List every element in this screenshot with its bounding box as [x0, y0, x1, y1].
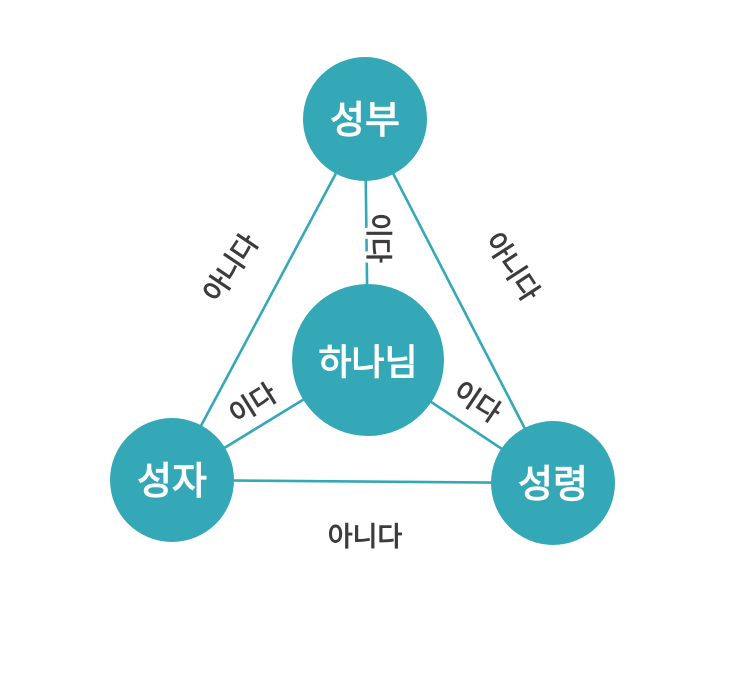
edge-label-father-god: 이다	[363, 213, 393, 263]
edge-line-father-son	[170, 117, 367, 482]
edge-line-father-spirit	[363, 117, 555, 485]
node-label-god: 하나님	[318, 342, 417, 383]
node-circle-god	[292, 284, 444, 436]
edge-label-son-spirit: 아니다	[328, 522, 403, 552]
node-label-spirit: 성령	[518, 464, 588, 506]
node-circle-spirit	[491, 421, 615, 545]
node-circle-son	[110, 418, 234, 542]
nodes: 성부 하나님 성자 성령	[110, 57, 615, 545]
node-label-father: 성부	[330, 100, 400, 142]
edge-label-father-spirit: 아니다	[479, 228, 545, 307]
node-circle-father	[303, 57, 427, 181]
node-label-son: 성자	[137, 461, 207, 503]
edge-label-son-god: 이다	[224, 378, 282, 430]
edge-line-son-spirit	[170, 478, 555, 485]
edge-label-father-son: 아니다	[198, 229, 265, 308]
